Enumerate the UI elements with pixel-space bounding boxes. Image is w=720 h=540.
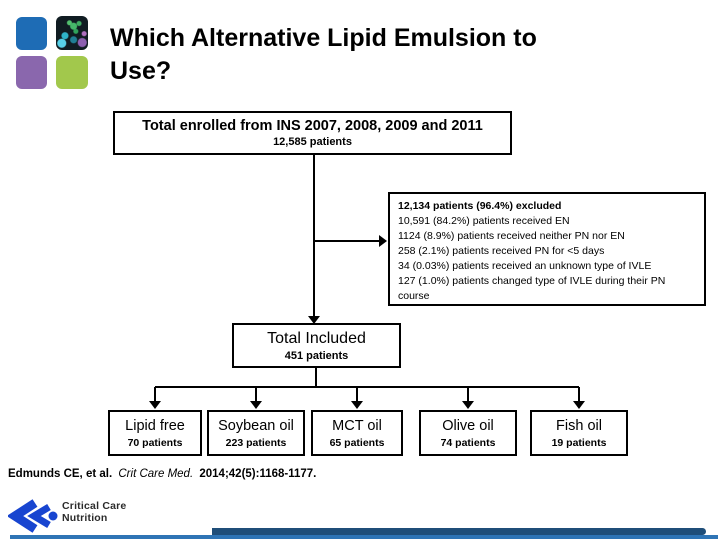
page-title-line2: Use? [110,57,172,85]
excluded-line: 258 (2.1%) patients received PN for <5 d… [398,245,605,257]
excluded-line: 10,591 (84.2%) patients received EN [398,215,570,227]
flow-box-total-enrolled: Total enrolled from INS 2007, 2008, 2009… [113,111,512,155]
group-title: Fish oil [556,417,602,434]
logo-blue-square-icon [16,17,47,50]
excluded-line: 127 (1.0%) patients changed type of IVLE… [398,275,666,302]
ccn-label-line2: Nutrition [62,511,108,524]
logo-molecule-photo-icon [56,16,88,50]
excluded-line: 34 (0.03%) patients received an unknown … [398,260,652,272]
group-title: Olive oil [442,417,494,434]
page-title-line1: Which Alternative Lipid Emulsion to [110,24,537,52]
citation: Edmunds CE, et al. Crit Care Med. 2014;4… [8,468,316,480]
group-count: 74 patients [440,436,496,449]
flow-box-lipid-free: Lipid free 70 patients [108,410,202,456]
critical-care-nutrition-chevron-icon [8,499,58,533]
critical-care-nutrition-label: Critical Care Nutrition [62,500,127,524]
group-title: Soybean oil [218,417,294,434]
footer-bar-dark [212,528,706,535]
logo-green-square-icon [56,56,88,89]
included-title: Total Included [267,329,366,347]
group-title: Lipid free [125,417,185,434]
excluded-line: 1124 (8.9%) patients received neither PN… [398,230,625,242]
group-count: 65 patients [329,436,385,449]
group-title: MCT oil [332,417,382,434]
excluded-header: 12,134 patients (96.4%) excluded [398,200,562,212]
citation-journal: Crit Care Med. [118,468,194,480]
group-count: 223 patients [225,436,287,449]
flow-box-excluded: 12,134 patients (96.4%) excluded 10,591 … [388,192,706,306]
citation-details: 2014;42(5):1168-1177. [199,468,317,480]
flow-box-fish-oil: Fish oil 19 patients [530,410,628,456]
group-count: 70 patients [127,436,183,449]
ccn-label-line1: Critical Care [62,500,127,512]
page-title: Which Alternative Lipid Emulsion to Use? [110,22,690,88]
included-count: 451 patients [284,349,349,362]
group-count: 19 patients [551,436,607,449]
enrolled-title: Total enrolled from INS 2007, 2008, 2009… [142,118,483,134]
flow-box-olive-oil: Olive oil 74 patients [419,410,517,456]
citation-authors: Edmunds CE, et al. [8,468,113,480]
flow-box-mct-oil: MCT oil 65 patients [311,410,403,456]
enrolled-count: 12,585 patients [273,136,352,148]
footer-bar-light [10,535,718,539]
flow-box-total-included: Total Included 451 patients [232,323,401,368]
logo-purple-square-icon [16,56,47,89]
flow-box-soybean-oil: Soybean oil 223 patients [207,410,305,456]
